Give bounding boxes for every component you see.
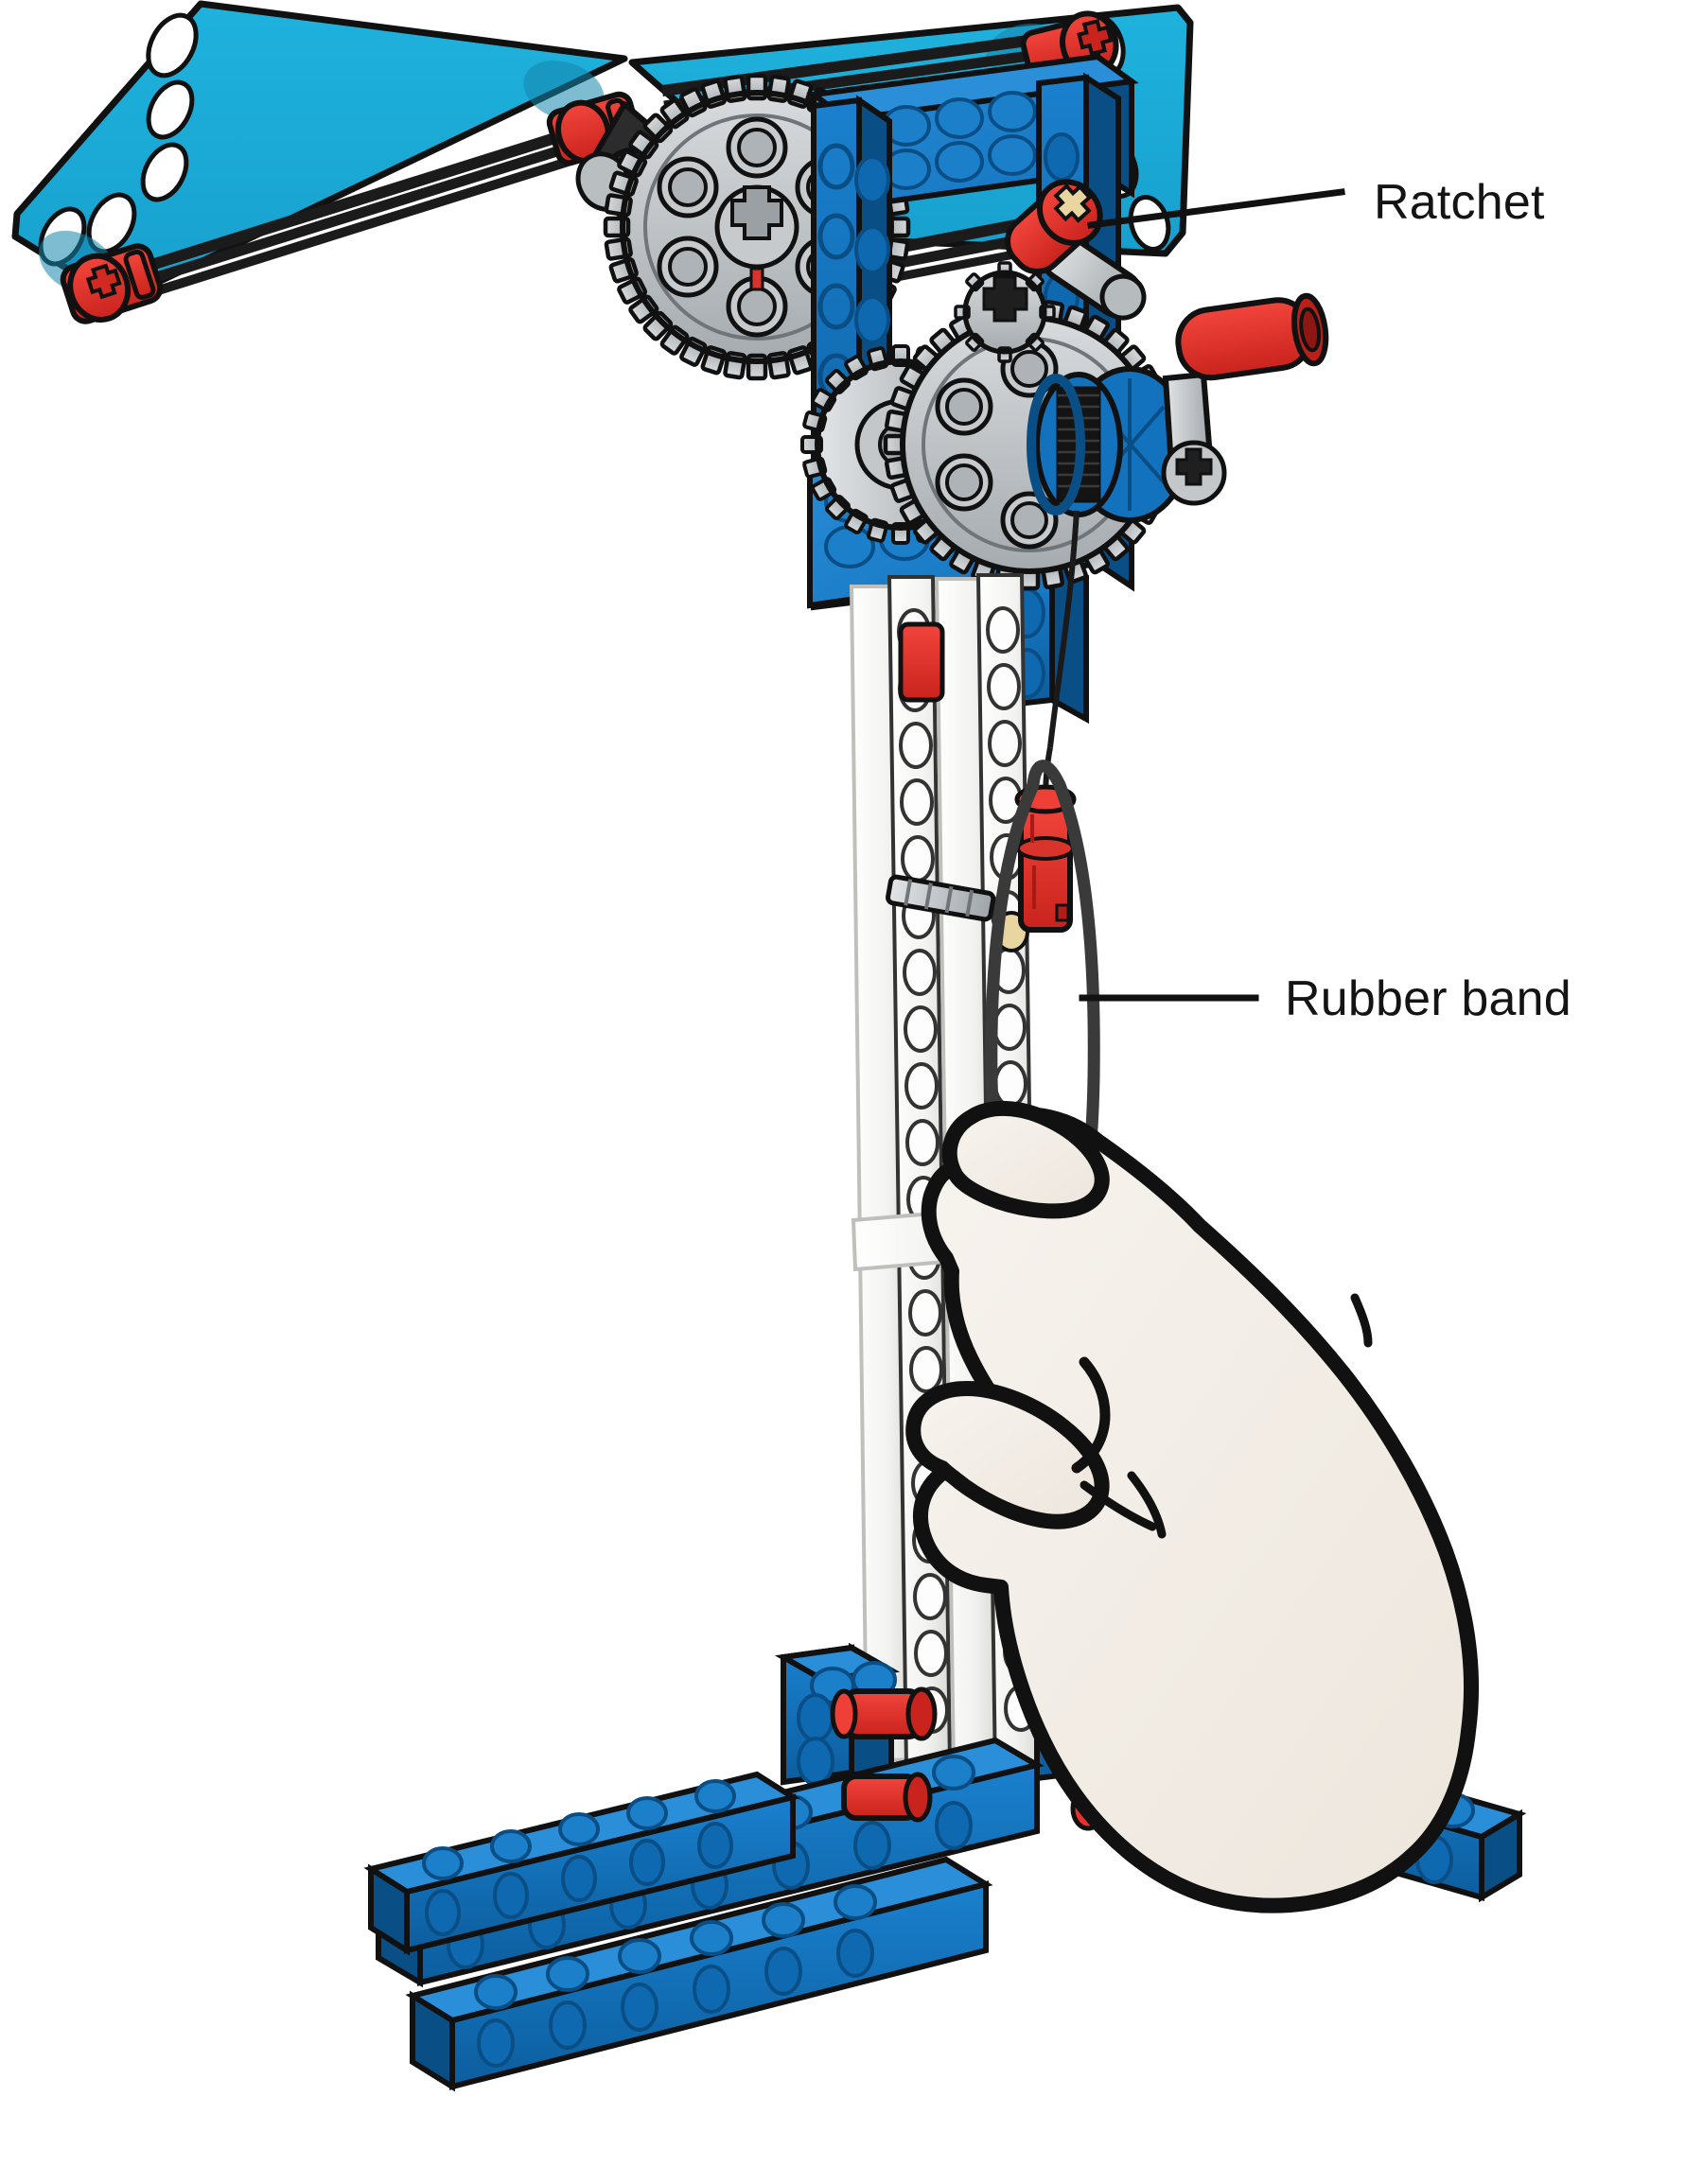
callout-label-ratchet: Ratchet <box>1374 175 1545 230</box>
crank-handle <box>1161 292 1329 506</box>
gear-cluster-winch <box>800 179 1329 591</box>
ratchet-leader-line <box>1087 188 1345 229</box>
hand-pulling-rubber-band <box>905 1101 1479 1913</box>
callout-leaders <box>1079 188 1345 1002</box>
callout-label-rubber-band: Rubber band <box>1285 971 1571 1026</box>
ratchet-pawl <box>954 179 1147 363</box>
